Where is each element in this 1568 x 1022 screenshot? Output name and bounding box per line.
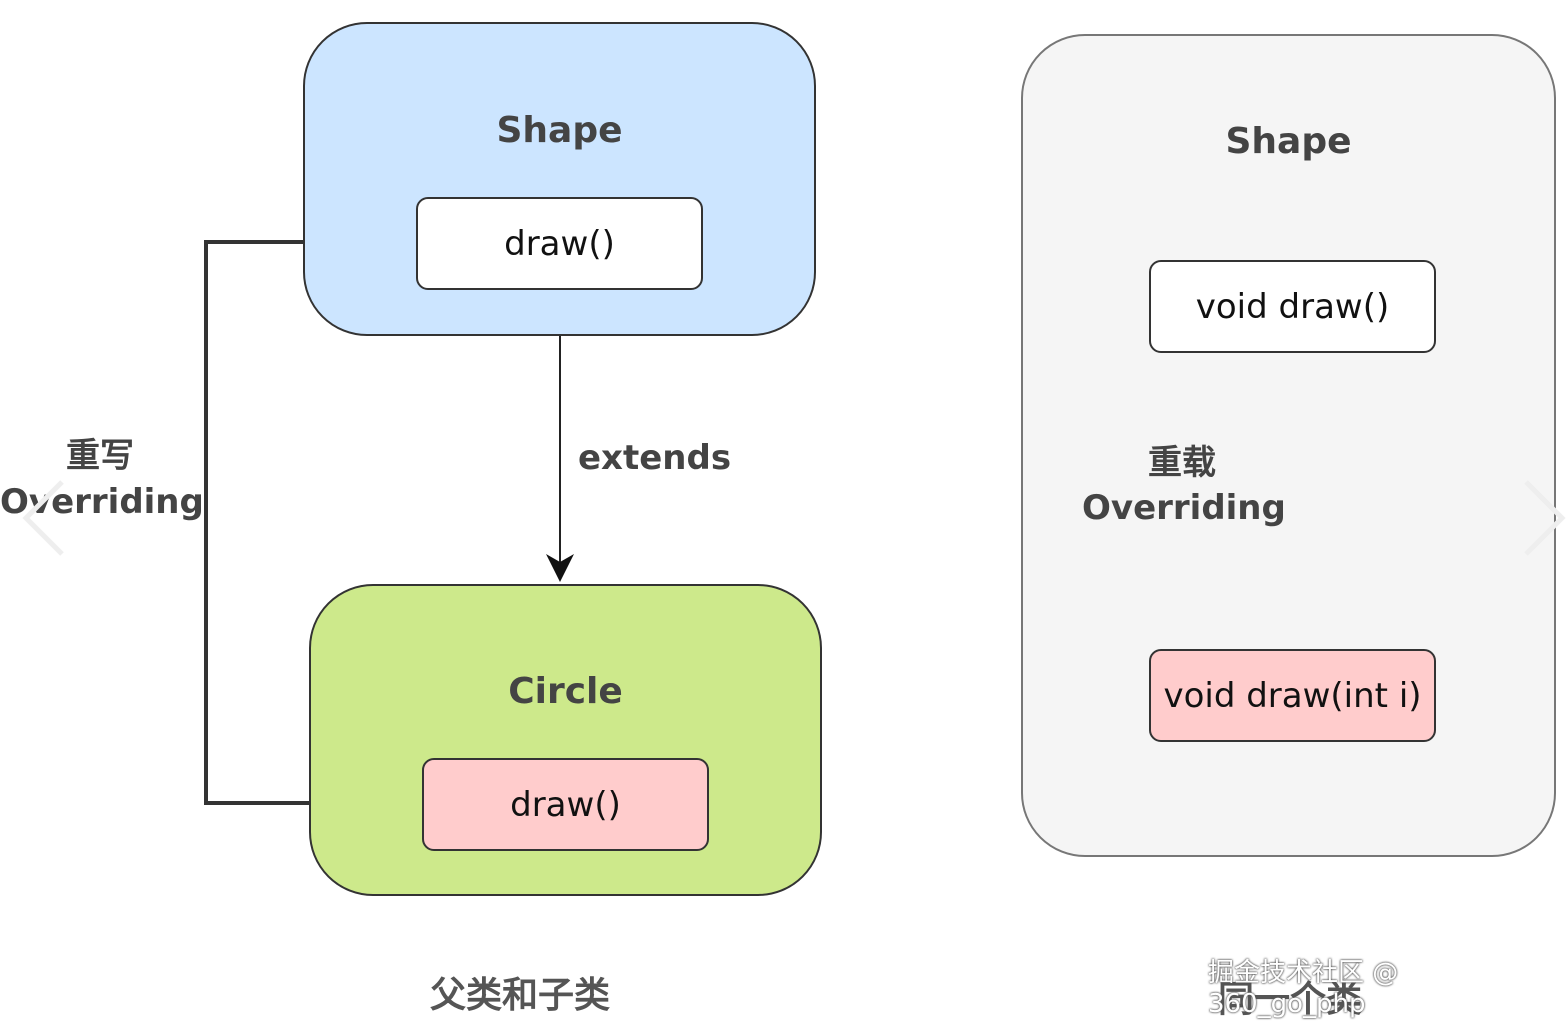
left-caption: 父类和子类 — [429, 975, 610, 1016]
overload-label-cn: 重载 — [1148, 443, 1216, 483]
parent-class-title: Shape — [496, 110, 623, 151]
overriding-label-cn: 重写 — [66, 436, 134, 476]
overriding-label-en: Overriding — [0, 482, 204, 522]
chevron-right-icon[interactable] — [1520, 478, 1568, 558]
chevron-left-icon[interactable] — [20, 478, 68, 558]
child-class-title: Circle — [508, 671, 623, 712]
void-draw-int-method: void draw(int i) — [1149, 649, 1436, 742]
void-draw-method: void draw() — [1149, 260, 1436, 353]
extends-label: extends — [578, 438, 732, 478]
overload-label-en: Overriding — [1082, 488, 1286, 528]
watermark: 掘金技术社区 @ 360_go_php — [1208, 958, 1399, 1019]
parent-draw-method: draw() — [416, 197, 703, 290]
child-draw-method: draw() — [422, 758, 709, 851]
same-class-title: Shape — [1225, 121, 1352, 162]
